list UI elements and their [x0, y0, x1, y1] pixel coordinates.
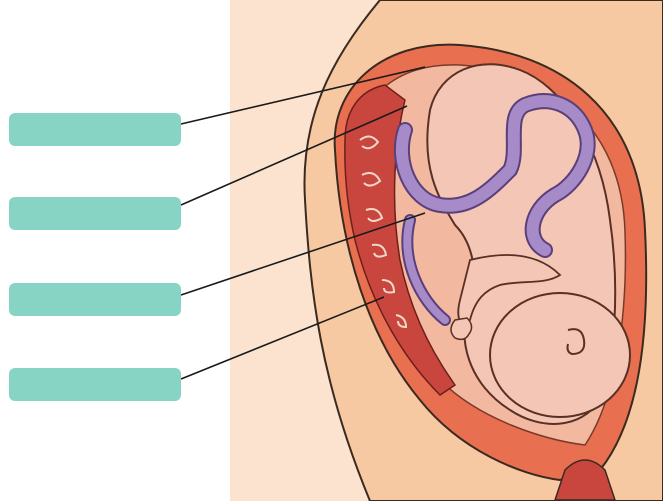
- fetus-hand: [451, 318, 472, 339]
- label-box-4[interactable]: [9, 368, 181, 401]
- label-box-1[interactable]: [9, 113, 181, 146]
- fetus-head: [490, 293, 630, 417]
- label-box-3[interactable]: [9, 283, 181, 316]
- label-box-2[interactable]: [9, 197, 181, 230]
